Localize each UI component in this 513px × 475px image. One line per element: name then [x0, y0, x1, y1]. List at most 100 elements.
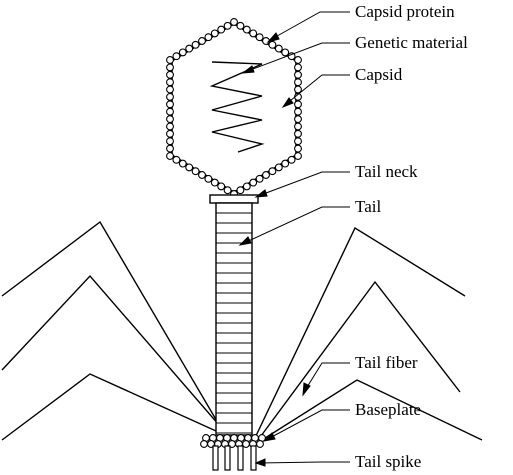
leader-tail-fiber [303, 362, 350, 393]
arrowhead [266, 32, 280, 43]
capsid-protein-bead [204, 33, 213, 42]
capsid-protein-bead [281, 48, 290, 57]
label-capsid: Capsid [355, 65, 403, 84]
label-tail-spike: Tail spike [355, 452, 422, 471]
leader-capsid-protein [269, 11, 350, 41]
capsid-protein-bead [294, 85, 302, 94]
label-tail-fiber: Tail fiber [355, 353, 418, 372]
capsid-protein-beads [166, 18, 302, 198]
capsid-protein-bead [166, 107, 174, 116]
capsid-protein-bead [166, 78, 174, 87]
baseplate-bead [256, 440, 264, 448]
leader-tail-spike [257, 461, 350, 464]
leader-baseplate [265, 409, 350, 441]
capsid-protein-bead [217, 182, 226, 191]
tail-fiber-right-outer [253, 226, 466, 441]
capsid-protein-bead [172, 155, 181, 164]
label-tail: Tail [355, 197, 382, 216]
capsid-protein-bead [166, 144, 174, 153]
capsid-protein-bead [166, 70, 174, 79]
capsid-protein-bead [242, 182, 251, 191]
capsid-protein-bead [236, 21, 245, 30]
capsid-protein-bead [294, 100, 302, 109]
capsid-protein-bead [274, 163, 283, 172]
tail-fiber-left-middle [1, 274, 233, 441]
capsid-protein-bead [178, 48, 187, 57]
capsid-protein-bead [204, 174, 213, 183]
tail-neck [209, 194, 259, 204]
arrowhead [302, 382, 311, 397]
capsid-protein-bead [236, 186, 245, 195]
capsid-protein-bead [166, 152, 174, 160]
capsid-protein-bead [294, 70, 302, 79]
tail-fibers [1, 220, 483, 441]
capsid-protein-bead [191, 167, 200, 176]
label-capsid-protein: Capsid protein [355, 2, 455, 21]
capsid-protein-bead [166, 63, 174, 72]
capsid-protein-bead [294, 144, 302, 153]
label-baseplate: Baseplate [355, 400, 422, 419]
arrowhead [281, 97, 294, 109]
capsid-protein-bead [166, 100, 174, 109]
baseplate-bead [242, 440, 250, 448]
capsid-protein-bead [294, 78, 302, 87]
capsid-protein-bead [294, 129, 302, 138]
capsid-protein-bead [166, 137, 174, 146]
capsid-protein-bead [166, 56, 174, 64]
tail-spike [237, 445, 244, 471]
tail-rings [216, 212, 252, 434]
capsid-protein-bead [166, 92, 174, 101]
baseplate-bead [200, 440, 208, 448]
capsid-protein-bead [210, 178, 219, 187]
tail-fiber-right-middle [257, 280, 461, 441]
capsid-protein-bead [255, 174, 264, 183]
capsid-protein-bead [223, 186, 232, 195]
capsid-protein-bead [166, 85, 174, 94]
capsid-protein-bead [294, 107, 302, 116]
tail-spike [224, 445, 231, 471]
capsid-protein-bead [166, 115, 174, 124]
capsid-protein-bead [249, 29, 258, 38]
capsid-protein-bead [166, 122, 174, 131]
capsid-protein-bead [255, 33, 264, 42]
capsid-protein-bead [294, 122, 302, 131]
leader-genetic-material [244, 42, 350, 73]
leader-lines [238, 11, 350, 467]
arrowhead [254, 458, 266, 467]
leader-capsid [284, 74, 350, 106]
arrowhead [241, 65, 255, 74]
tail-spike [212, 445, 219, 471]
tail-spikes [212, 445, 257, 471]
capsid-protein-bead [268, 167, 277, 176]
label-tail-neck: Tail neck [355, 162, 418, 181]
label-genetic-material: Genetic material [355, 33, 468, 52]
tail-fiber-right-inner [261, 379, 483, 441]
capsid-protein-bead [172, 52, 181, 61]
capsid-protein-bead [230, 18, 238, 26]
capsid-protein-bead [287, 155, 296, 164]
tail-fiber-left-inner [1, 373, 237, 441]
tail-fiber-left-outer [1, 220, 229, 441]
capsid-protein-bead [249, 178, 258, 187]
capsid-protein-bead [294, 152, 302, 160]
leader-tail-neck [257, 171, 350, 197]
arrowhead [254, 189, 268, 198]
capsid-protein-bead [268, 40, 277, 49]
capsid-protein-bead [185, 163, 194, 172]
capsid-protein-bead [166, 129, 174, 138]
capsid-protein-bead [198, 37, 206, 45]
capsid-protein-bead [294, 115, 302, 124]
arrowhead [238, 236, 252, 246]
capsid-protein-bead [294, 63, 302, 72]
capsid-protein-bead [294, 56, 302, 64]
capsid-protein-bead [210, 29, 219, 38]
capsid-protein-bead [274, 44, 283, 53]
capsid-protein-bead [178, 159, 187, 168]
capsid-protein-bead [185, 44, 194, 53]
capsid-protein-bead [198, 171, 206, 179]
capsid-protein-bead [217, 25, 226, 34]
capsid-protein-bead [281, 159, 290, 168]
capsid-protein-bead [223, 21, 232, 30]
leader-tail [241, 206, 350, 245]
